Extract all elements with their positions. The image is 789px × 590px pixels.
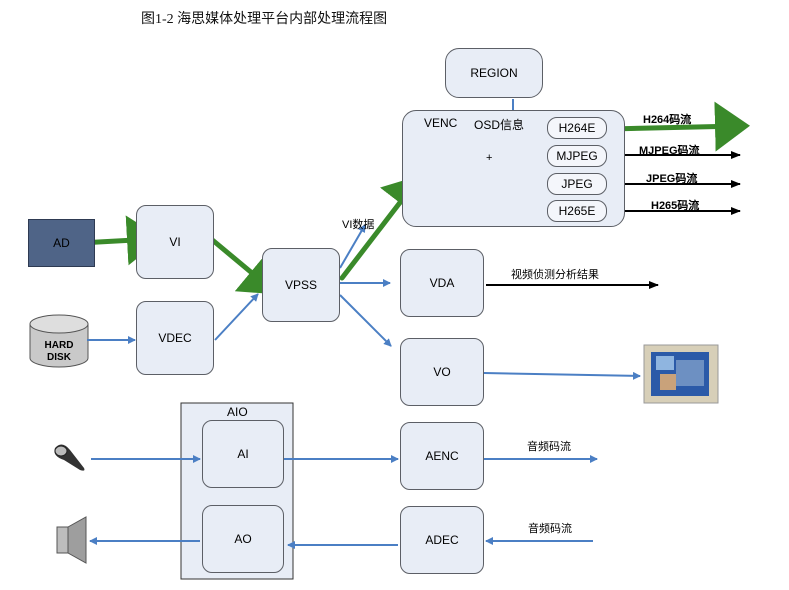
vi-data-label: VI数据 xyxy=(342,219,375,231)
h265e-block: H265E xyxy=(547,200,607,222)
vi-block: VI xyxy=(136,205,214,279)
h265-stream-label: H265码流 xyxy=(651,200,700,212)
mjpeg-stream-label: MJPEG码流 xyxy=(639,145,700,157)
ai-block: AI xyxy=(202,420,284,488)
vo-block: VO xyxy=(400,338,484,406)
page-title: 图1-2 海思媒体处理平台内部处理流程图 xyxy=(141,12,388,27)
monitor-icon xyxy=(643,344,719,404)
audio-stream-out-label: 音频码流 xyxy=(527,441,571,453)
mjpeg-block: MJPEG xyxy=(547,145,607,167)
microphone-icon xyxy=(54,444,85,471)
plus-sign: + xyxy=(486,152,493,164)
audio-stream-in-label: 音频码流 xyxy=(528,523,572,535)
h264-out-green-arrow xyxy=(607,101,750,152)
h264e-block: H264E xyxy=(547,117,607,139)
region-block: REGION xyxy=(445,48,543,98)
hard-disk-icon xyxy=(29,314,89,368)
vo-to-monitor-arrow xyxy=(483,371,641,380)
venc-label: VENC xyxy=(424,116,458,130)
vdec-block: VDEC xyxy=(136,301,214,375)
osd-label: OSD信息 xyxy=(474,118,525,132)
jpeg-block: JPEG xyxy=(547,173,607,195)
ao-block: AO xyxy=(202,505,284,573)
hard-disk-label: HARD DISK xyxy=(44,340,74,363)
adec-block: ADEC xyxy=(400,506,484,574)
h264-stream-label: H264码流 xyxy=(643,114,692,126)
vpss-to-venc-arrow xyxy=(339,224,366,269)
vpss-to-vo-arrow xyxy=(339,294,392,347)
speaker-icon xyxy=(56,516,87,564)
jpeg-stream-label: JPEG码流 xyxy=(646,173,698,185)
vdec-to-vpss-arrow xyxy=(214,293,259,341)
vi-to-vpss-green-arrow xyxy=(207,235,278,295)
aio-label: AIO xyxy=(227,405,248,419)
vda-block: VDA xyxy=(400,249,484,317)
vpss-block: VPSS xyxy=(262,248,340,322)
aenc-block: AENC xyxy=(400,422,484,490)
vda-result-label: 视频侦测分析结果 xyxy=(511,269,599,281)
ad-block: AD xyxy=(28,219,95,267)
